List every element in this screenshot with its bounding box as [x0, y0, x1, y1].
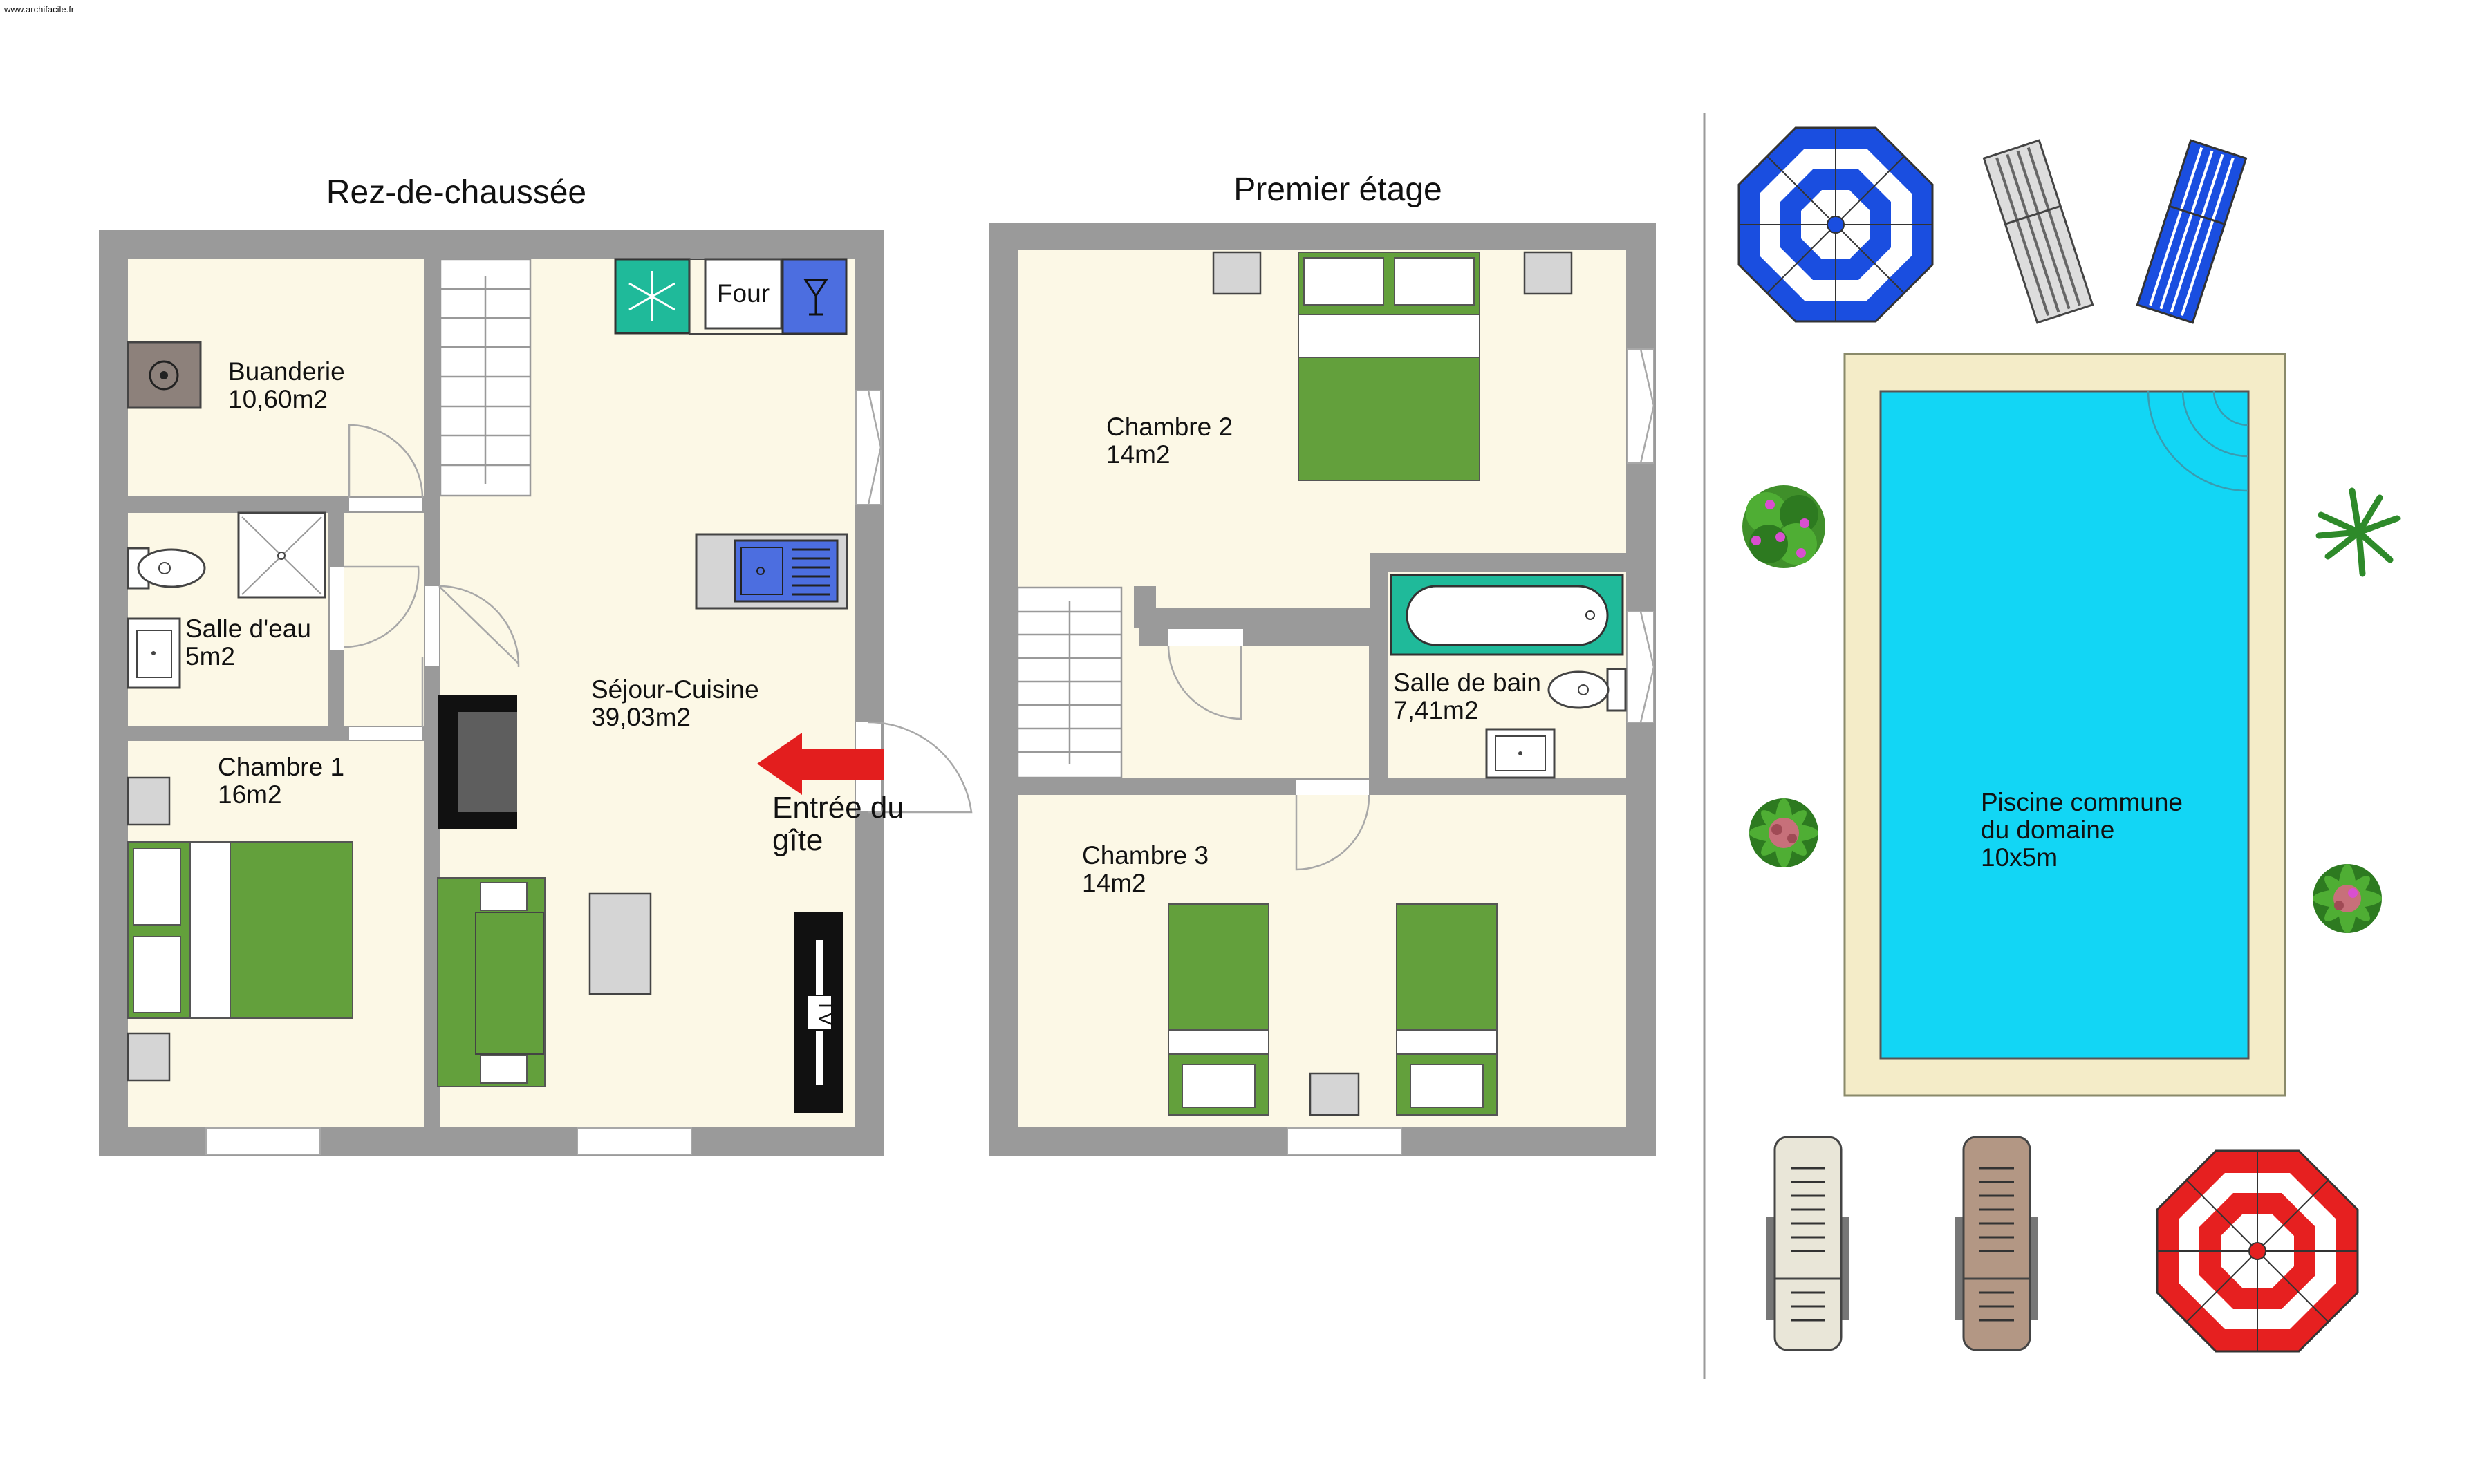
nightstand [127, 776, 171, 826]
window [1287, 1127, 1402, 1155]
ground-floor: Rez-de-chaussée [99, 174, 973, 1156]
entrance-arrow-icon [757, 733, 884, 795]
nightstand [127, 1032, 171, 1082]
room-area: 16m2 [218, 780, 282, 809]
pool [1879, 390, 2250, 1060]
pool-area: Piscine commune du domaine 10x5m [1737, 126, 2401, 1353]
oven-icon: Four [704, 258, 783, 330]
bathtub-icon [1390, 574, 1624, 656]
washing-machine-icon [127, 341, 202, 409]
fireplace-icon [438, 695, 517, 829]
first-floor-title: Premier étage [1233, 171, 1442, 208]
sunlounger-icon [1982, 139, 2094, 324]
table [588, 892, 652, 995]
door [1167, 629, 1243, 720]
room-area: 5m2 [185, 642, 235, 670]
room-area: 10,60m2 [228, 385, 328, 413]
shower-icon [237, 511, 326, 599]
door [348, 424, 424, 511]
room-area: 14m2 [1106, 440, 1171, 469]
entrance-label-line1: Entrée du [772, 791, 904, 825]
sofa-icon [437, 877, 546, 1087]
room-name: Salle de bain [1393, 668, 1541, 697]
sunlounger-icon [1766, 1136, 1849, 1351]
toilet-icon [1547, 668, 1627, 712]
nightstand [1523, 251, 1573, 295]
room-name: Séjour-Cuisine [591, 675, 759, 704]
toilet-icon [127, 547, 206, 590]
succulent-icon [1749, 798, 1818, 867]
dishwasher-icon [781, 258, 848, 335]
sink-icon [1485, 728, 1556, 779]
sink-icon [127, 617, 181, 689]
credit-text: www.archifacile.fr [3, 4, 75, 15]
room-chambre-3 [1018, 795, 1626, 1127]
door [330, 565, 420, 650]
window [205, 1127, 321, 1155]
room-name: Salle d'eau [185, 614, 311, 643]
window [1627, 348, 1654, 464]
palm-plant-icon [2315, 487, 2401, 577]
double-bed-icon [127, 841, 353, 1019]
first-floor: Premier étage [989, 171, 1656, 1156]
tv-label: TV [814, 999, 837, 1026]
window [577, 1127, 692, 1155]
tv-icon: TV [794, 912, 843, 1113]
pool-label-line2: du domaine [1981, 816, 2114, 844]
room-area: 14m2 [1082, 869, 1146, 897]
room-area: 39,03m2 [591, 703, 691, 731]
parasol-icon [2156, 1149, 2359, 1353]
double-bed-icon [1298, 252, 1480, 481]
door [349, 657, 424, 740]
nightstand [1212, 251, 1262, 295]
succulent-icon [2313, 864, 2382, 933]
fridge-icon [614, 258, 691, 335]
room-name: Chambre 2 [1106, 413, 1233, 441]
first-landing [1134, 646, 1369, 778]
window [855, 390, 882, 505]
room-area: 7,41m2 [1393, 696, 1478, 724]
nightstand [1309, 1072, 1360, 1116]
door [425, 585, 520, 668]
room-name: Chambre 3 [1082, 841, 1209, 870]
stairs [439, 258, 532, 497]
room-name: Chambre 1 [218, 753, 344, 781]
single-bed-icon [1396, 903, 1498, 1116]
pool-label-line3: 10x5m [1981, 843, 2058, 872]
entrance-label-line2: gîte [772, 823, 823, 857]
svg-text:Four: Four [717, 279, 770, 308]
parasol-icon [1737, 126, 1934, 323]
flower-bush-icon [1742, 485, 1825, 568]
sunlounger-icon [2136, 139, 2248, 324]
stairs [1016, 586, 1123, 779]
single-bed-icon [1168, 903, 1269, 1116]
room-name: Buanderie [228, 357, 345, 386]
door [1295, 780, 1370, 871]
kitchen-sink-icon [695, 533, 848, 610]
window [1627, 611, 1654, 723]
corridor [344, 513, 424, 726]
pool-label-line1: Piscine commune [1981, 788, 2183, 816]
ground-floor-title: Rez-de-chaussée [326, 174, 586, 211]
sunlounger-icon [1955, 1136, 2038, 1351]
